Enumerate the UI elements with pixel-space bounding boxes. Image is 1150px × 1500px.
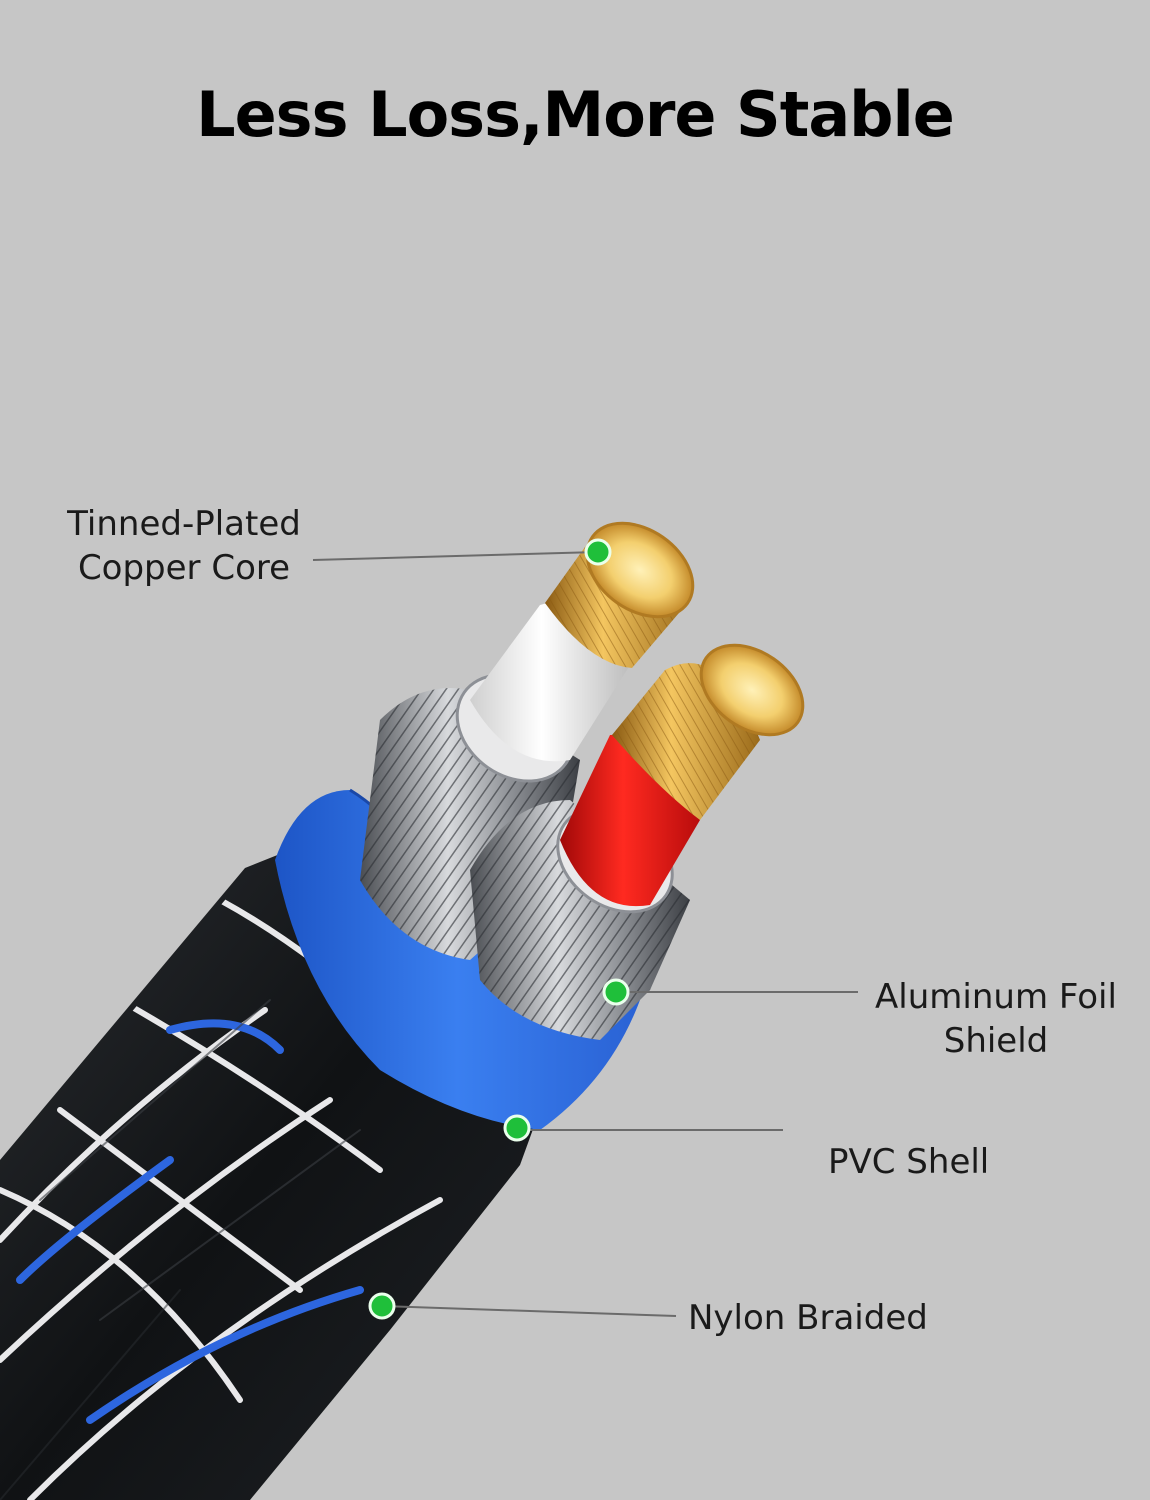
nylon-callout-line [381, 1305, 677, 1317]
core-marker [584, 538, 612, 566]
foil-callout-label: Aluminum Foil Shield [866, 975, 1126, 1063]
pvc-callout-label: PVC Shell [828, 1140, 989, 1184]
red-insulated-conductor [560, 643, 805, 907]
core-callout-label: Tinned-Plated Copper Core [66, 502, 302, 590]
callout-lines [312, 551, 858, 1317]
page-title: Less Loss,More Stable [196, 78, 955, 151]
core-label-line2: Copper Core [77, 548, 291, 588]
foil-label-line1: Aluminum Foil [875, 977, 1117, 1017]
nylon-callout-label: Nylon Braided [688, 1296, 928, 1340]
foil-label-line2: Shield [943, 1021, 1049, 1061]
core-label-line1: Tinned-Plated [67, 504, 301, 544]
callout-markers [368, 538, 630, 1320]
white-insulated-conductor [470, 521, 695, 762]
core-callout-line [312, 551, 599, 561]
foil-marker [602, 978, 630, 1006]
nylon-marker [368, 1292, 396, 1320]
pvc-label: PVC Shell [828, 1142, 990, 1182]
nylon-label: Nylon Braided [688, 1298, 928, 1338]
pvc-marker [503, 1114, 531, 1142]
